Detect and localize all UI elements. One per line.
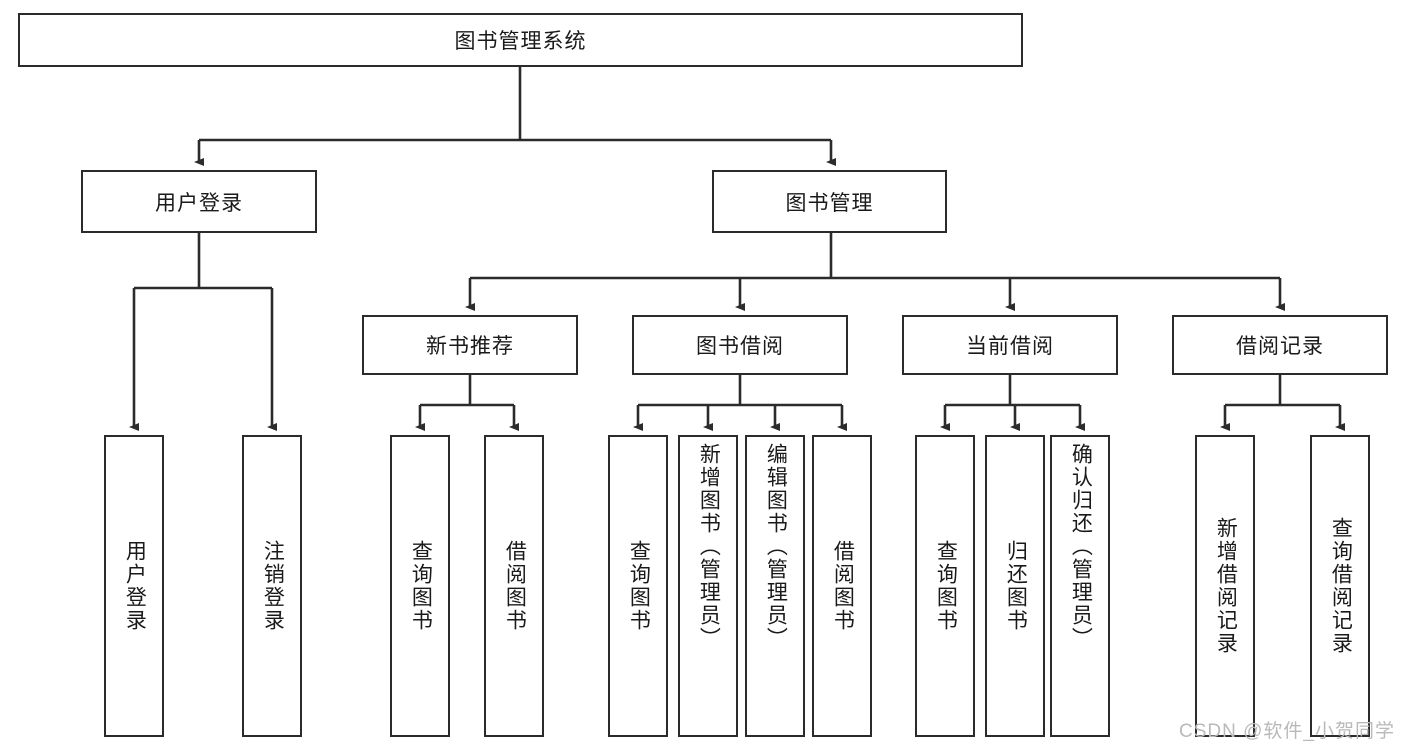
leaf-confirm-return-admin-label: 确认归还（管理员） [1069, 443, 1093, 650]
leaf-edit-book-admin[interactable]: 编辑图书（管理员） [745, 435, 805, 737]
leaf-borrow-book-recommend-label: 借阅图书 [503, 540, 527, 632]
leaf-edit-book-admin-label: 编辑图书（管理员） [764, 443, 788, 650]
node-current-borrow[interactable]: 当前借阅 [902, 315, 1118, 375]
node-root[interactable]: 图书管理系统 [18, 13, 1023, 67]
leaf-add-book-admin-label: 新增图书（管理员） [697, 443, 721, 650]
node-borrow-record[interactable]: 借阅记录 [1172, 315, 1388, 375]
leaf-query-book-borrow[interactable]: 查询图书 [608, 435, 668, 737]
leaf-logout-label: 注销登录 [261, 540, 285, 632]
leaf-query-book-current-label: 查询图书 [934, 540, 958, 632]
node-root-label: 图书管理系统 [454, 30, 587, 53]
node-new-book-recommend[interactable]: 新书推荐 [362, 315, 578, 375]
watermark-text: CSDN @软件_小贺同学 [1179, 721, 1395, 742]
leaf-user-login-label: 用户登录 [123, 540, 147, 632]
leaf-add-book-admin[interactable]: 新增图书（管理员） [678, 435, 738, 737]
node-borrow-record-label: 借阅记录 [1236, 335, 1324, 358]
leaf-query-borrow-record-label: 查询借阅记录 [1329, 517, 1353, 655]
leaf-query-book-borrow-label: 查询图书 [627, 540, 651, 632]
leaf-confirm-return-admin[interactable]: 确认归还（管理员） [1050, 435, 1110, 737]
leaf-return-book[interactable]: 归还图书 [985, 435, 1045, 737]
leaf-query-book-recommend-label: 查询图书 [409, 540, 433, 632]
node-book-management-label: 图书管理 [785, 191, 874, 215]
leaf-query-book-recommend[interactable]: 查询图书 [390, 435, 450, 737]
leaf-query-borrow-record[interactable]: 查询借阅记录 [1310, 435, 1370, 737]
node-book-management[interactable]: 图书管理 [712, 170, 947, 233]
leaf-query-book-current[interactable]: 查询图书 [915, 435, 975, 737]
leaf-borrow-book-label: 借阅图书 [831, 540, 855, 632]
node-book-borrow-label: 图书借阅 [696, 335, 784, 358]
leaf-borrow-book[interactable]: 借阅图书 [812, 435, 872, 737]
leaf-add-borrow-record[interactable]: 新增借阅记录 [1195, 435, 1255, 737]
node-user-login-label: 用户登录 [155, 191, 243, 215]
leaf-logout[interactable]: 注销登录 [242, 435, 302, 737]
node-new-book-recommend-label: 新书推荐 [426, 335, 514, 358]
node-user-login[interactable]: 用户登录 [81, 170, 317, 233]
node-current-borrow-label: 当前借阅 [966, 335, 1054, 358]
leaf-return-book-label: 归还图书 [1004, 540, 1028, 632]
leaf-user-login[interactable]: 用户登录 [104, 435, 164, 737]
node-book-borrow[interactable]: 图书借阅 [632, 315, 848, 375]
leaf-borrow-book-recommend[interactable]: 借阅图书 [484, 435, 544, 737]
leaf-add-borrow-record-label: 新增借阅记录 [1214, 517, 1238, 655]
